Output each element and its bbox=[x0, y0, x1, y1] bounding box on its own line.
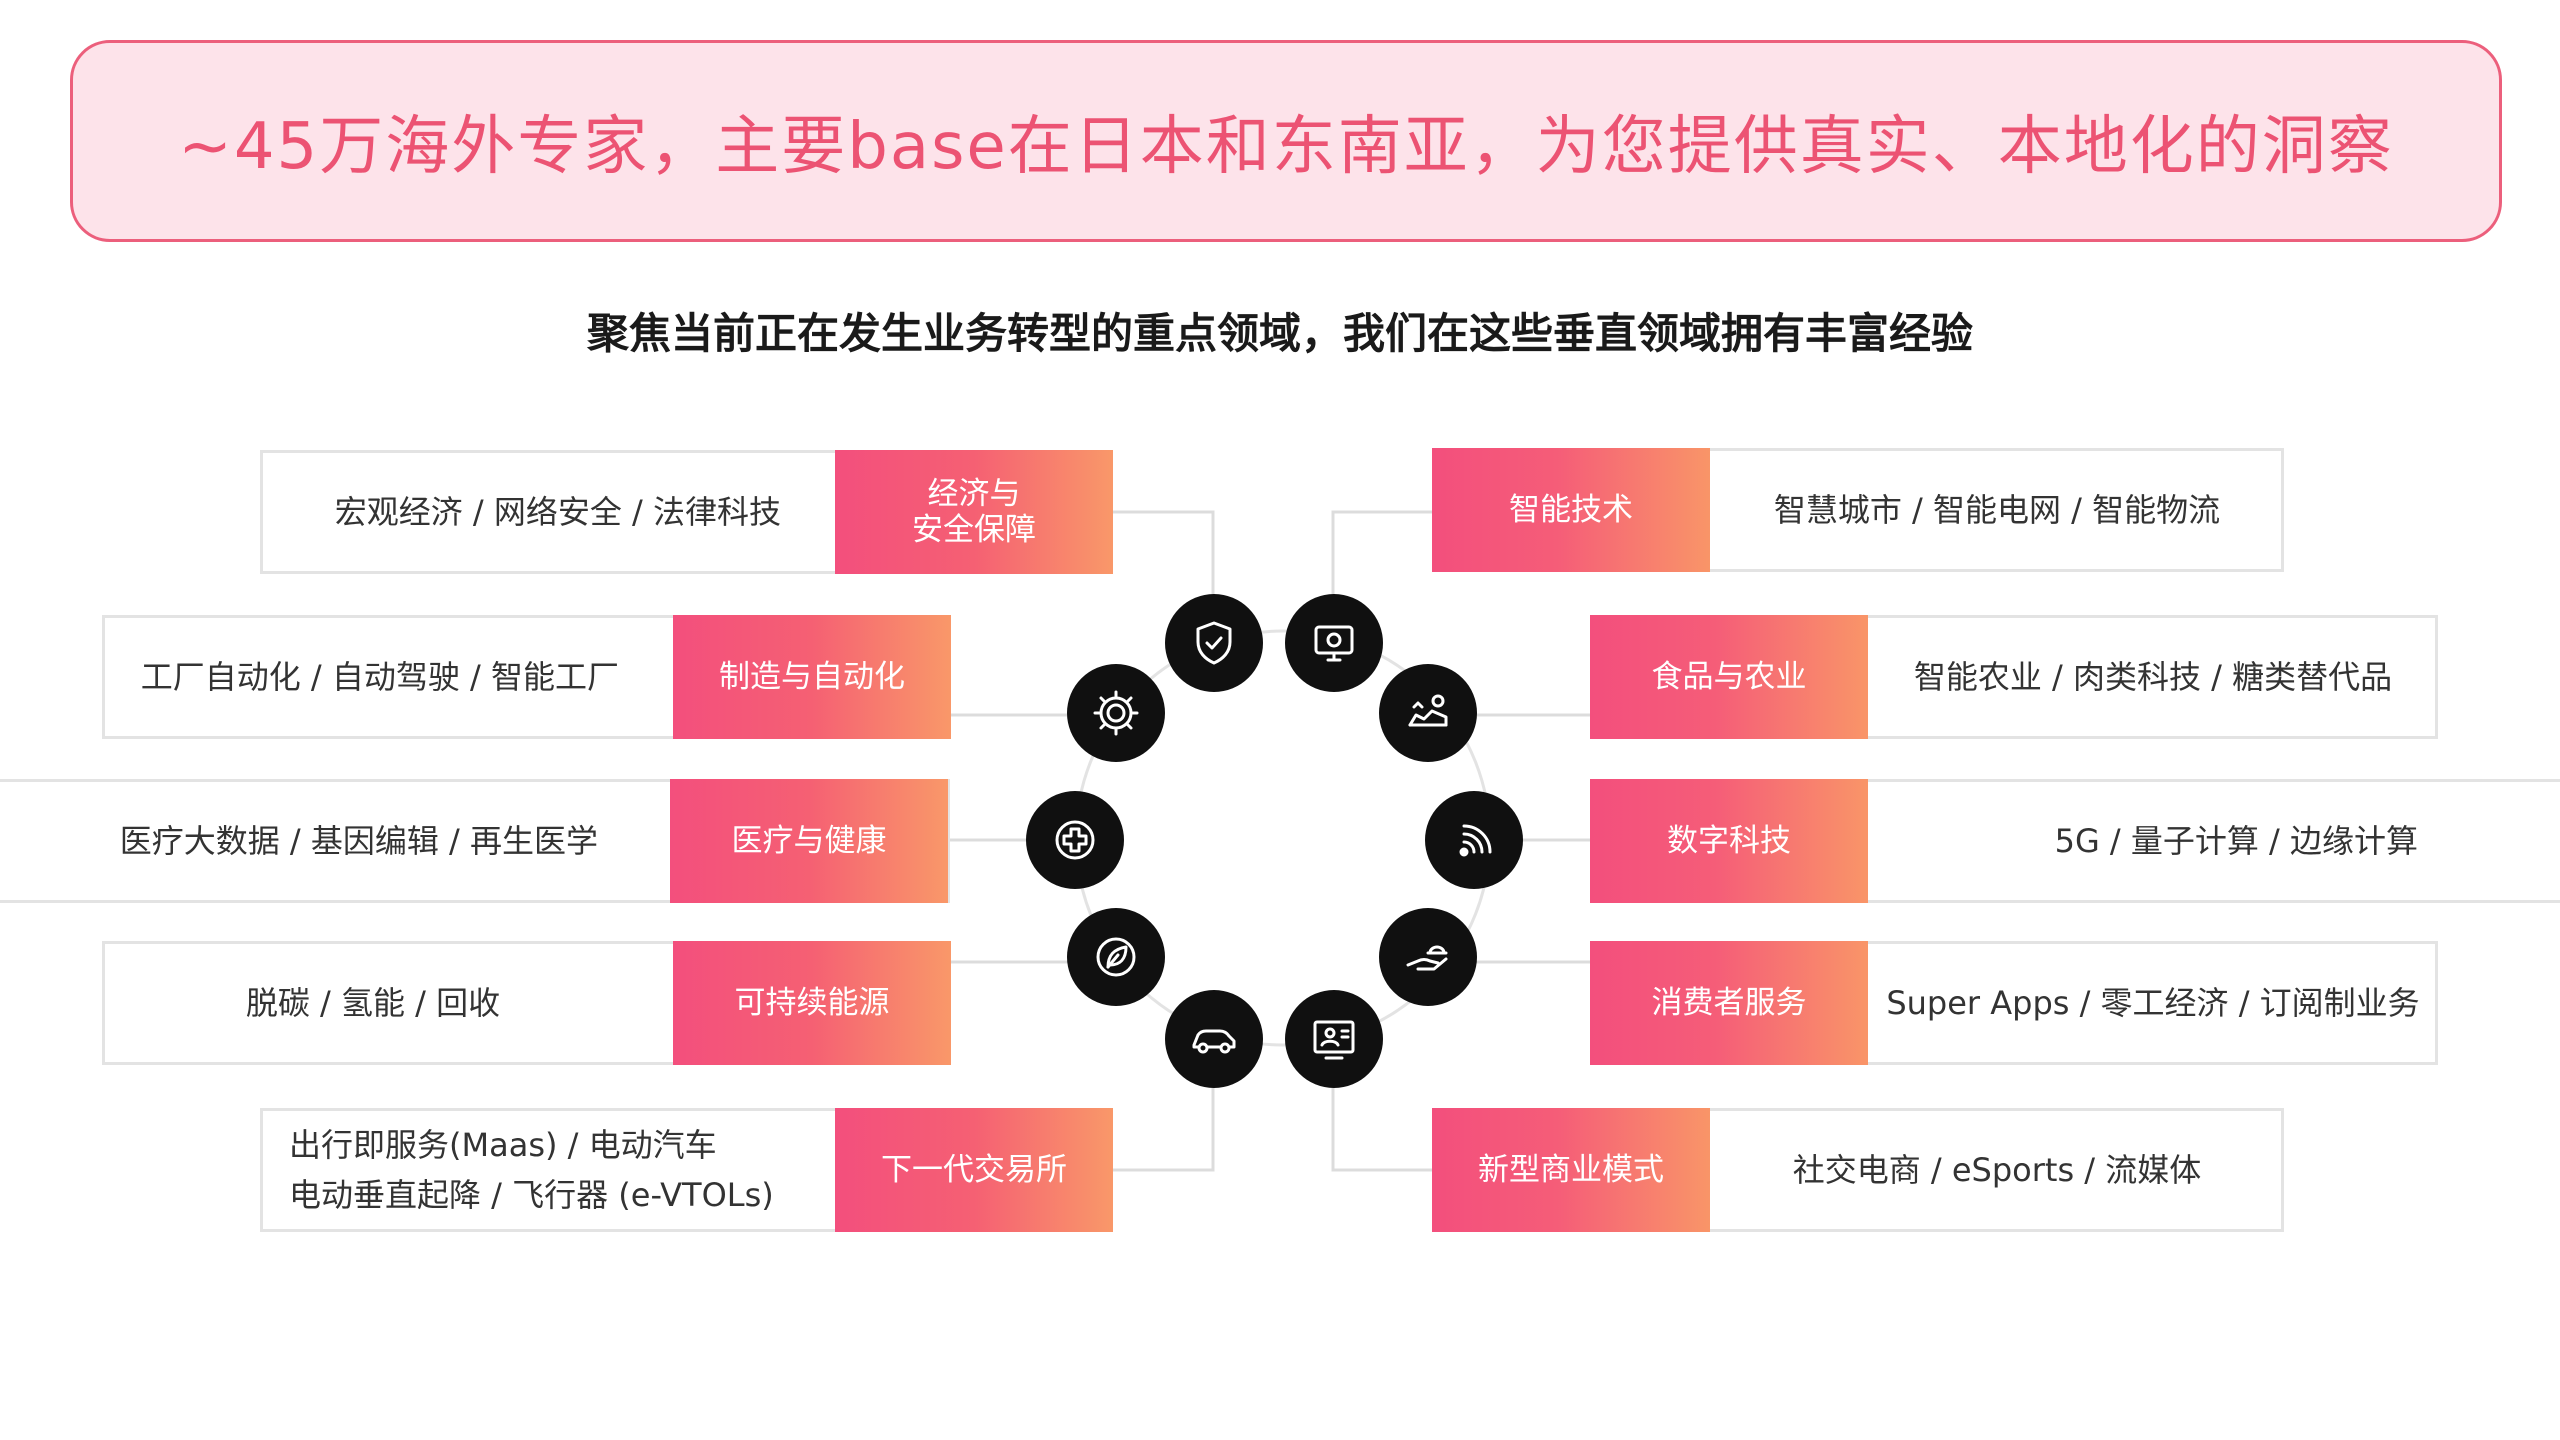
left-row-mobility: 出行即服务(Maas) / 电动汽车 电动垂直起降 / 飞行器 (e-VTOLs… bbox=[260, 1108, 1113, 1232]
car-icon bbox=[1165, 990, 1263, 1088]
row-description-line2: 电动垂直起降 / 飞行器 (e-VTOLs) bbox=[289, 1176, 774, 1214]
category-tag-digital-tech: 数字科技 bbox=[1590, 779, 1868, 903]
row-description: Super Apps / 零工经济 / 订阅制业务 bbox=[1886, 984, 2420, 1022]
headline-banner: ~45万海外专家，主要base在日本和东南亚，为您提供真实、本地化的洞察 bbox=[70, 40, 2502, 242]
category-label-line2: 安全保障 bbox=[912, 512, 1036, 548]
row-description: 智慧城市 / 智能电网 / 智能物流 bbox=[1773, 491, 2221, 529]
row-description: 脱碳 / 氢能 / 回收 bbox=[245, 984, 501, 1022]
left-row-energy: 脱碳 / 氢能 / 回收 可持续能源 bbox=[102, 941, 951, 1065]
row-description: 智能农业 / 肉类科技 / 糖类替代品 bbox=[1913, 658, 2393, 696]
section-subtitle: 聚焦当前正在发生业务转型的重点领域，我们在这些垂直领域拥有丰富经验 bbox=[586, 309, 1973, 358]
left-row-manufacturing: 工厂自动化 / 自动驾驶 / 智能工厂 制造与自动化 bbox=[102, 615, 951, 739]
signal-icon bbox=[1425, 791, 1523, 889]
row-description: 宏观经济 / 网络安全 / 法律科技 bbox=[334, 493, 781, 531]
right-row-business-model: 新型商业模式 社交电商 / eSports / 流媒体 bbox=[1432, 1108, 2284, 1232]
headline-text: ~45万海外专家，主要base在日本和东南亚，为您提供真实、本地化的洞察 bbox=[178, 110, 2394, 184]
category-tag-healthcare: 医疗与健康 bbox=[670, 779, 948, 903]
row-description: 工厂自动化 / 自动驾驶 / 智能工厂 bbox=[140, 658, 619, 696]
leaf-icon bbox=[1067, 908, 1165, 1006]
category-tag-smart-tech: 智能技术 bbox=[1432, 448, 1710, 572]
category-label-line1: 经济与 bbox=[927, 476, 1021, 512]
category-tag-new-business-model: 新型商业模式 bbox=[1432, 1108, 1710, 1232]
monitor-icon bbox=[1285, 594, 1383, 692]
right-row-food-agri: 食品与农业 智能农业 / 肉类科技 / 糖类替代品 bbox=[1590, 615, 2438, 739]
left-row-healthcare: 医疗大数据 / 基因编辑 / 再生医学 医疗与健康 bbox=[0, 779, 950, 903]
screen-profile-icon bbox=[1285, 990, 1383, 1088]
gear-icon bbox=[1067, 664, 1165, 762]
row-description: 出行即服务(Maas) / 电动汽车 电动垂直起降 / 飞行器 (e-VTOLs… bbox=[289, 1111, 829, 1229]
category-tag-food-agriculture: 食品与农业 bbox=[1590, 615, 1868, 739]
shield-check-icon bbox=[1165, 594, 1263, 692]
category-tag-next-gen-exchange: 下一代交易所 bbox=[835, 1108, 1113, 1232]
hand-service-icon bbox=[1379, 908, 1477, 1006]
right-row-smart-tech: 智能技术 智慧城市 / 智能电网 / 智能物流 bbox=[1432, 448, 2284, 572]
category-tag-consumer-services: 消费者服务 bbox=[1590, 941, 1868, 1065]
row-description: 5G / 量子计算 / 边缘计算 bbox=[2054, 822, 2418, 860]
category-tag-sustainable-energy: 可持续能源 bbox=[673, 941, 951, 1065]
right-row-consumer: 消费者服务 Super Apps / 零工经济 / 订阅制业务 bbox=[1590, 941, 2438, 1065]
medical-cross-icon bbox=[1026, 791, 1124, 889]
category-tag-economy-security: 经济与 安全保障 bbox=[835, 450, 1113, 574]
row-description: 社交电商 / eSports / 流媒体 bbox=[1792, 1151, 2202, 1189]
row-description-line1: 出行即服务(Maas) / 电动汽车 bbox=[289, 1126, 717, 1164]
category-tag-manufacturing: 制造与自动化 bbox=[673, 615, 951, 739]
left-row-economy: 宏观经济 / 网络安全 / 法律科技 经济与 安全保障 bbox=[260, 450, 1113, 574]
field-icon bbox=[1379, 664, 1477, 762]
row-description: 医疗大数据 / 基因编辑 / 再生医学 bbox=[119, 822, 598, 860]
right-row-digital: 数字科技 5G / 量子计算 / 边缘计算 bbox=[1590, 779, 2560, 903]
